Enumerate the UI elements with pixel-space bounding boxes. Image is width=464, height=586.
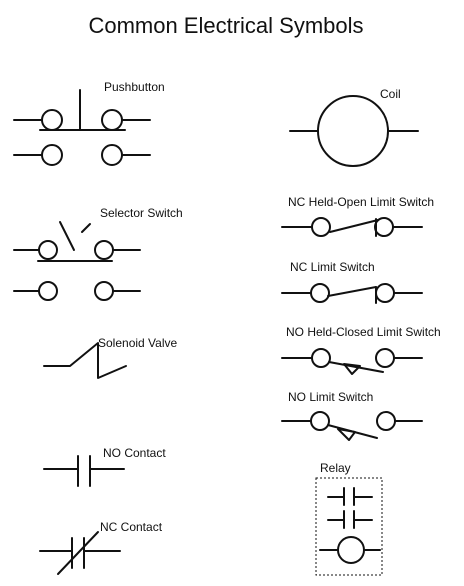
relay-label: Relay (320, 461, 351, 475)
no-held-closed-limit-switch-symbol (281, 348, 423, 375)
no-held-closed-limit-switch-label: NO Held-Closed Limit Switch (286, 325, 441, 339)
no-limit-switch-label: NO Limit Switch (288, 390, 373, 404)
solenoid-valve-symbol (43, 342, 127, 379)
coil-label: Coil (380, 87, 401, 101)
nc-held-open-limit-switch-label: NC Held-Open Limit Switch (288, 195, 434, 209)
page-title: Common Electrical Symbols (88, 13, 363, 38)
nc-held-open-limit-switch-symbol (281, 217, 423, 237)
pushbutton-label: Pushbutton (104, 80, 165, 94)
pushbutton-symbol (13, 89, 151, 166)
selector-switch-label: Selector Switch (100, 206, 183, 220)
relay-symbol (315, 477, 383, 576)
no-contact-symbol (43, 455, 125, 487)
no-contact-label: NO Contact (103, 446, 166, 460)
selector-switch-symbol (13, 221, 141, 301)
nc-limit-switch-label: NC Limit Switch (290, 260, 375, 274)
coil-symbol (289, 95, 419, 167)
nc-contact-label: NC Contact (100, 520, 163, 534)
no-limit-switch-symbol (281, 411, 423, 441)
solenoid-valve-label: Solenoid Valve (98, 336, 177, 350)
nc-limit-switch-symbol (281, 283, 423, 304)
nc-contact-symbol (39, 531, 121, 575)
